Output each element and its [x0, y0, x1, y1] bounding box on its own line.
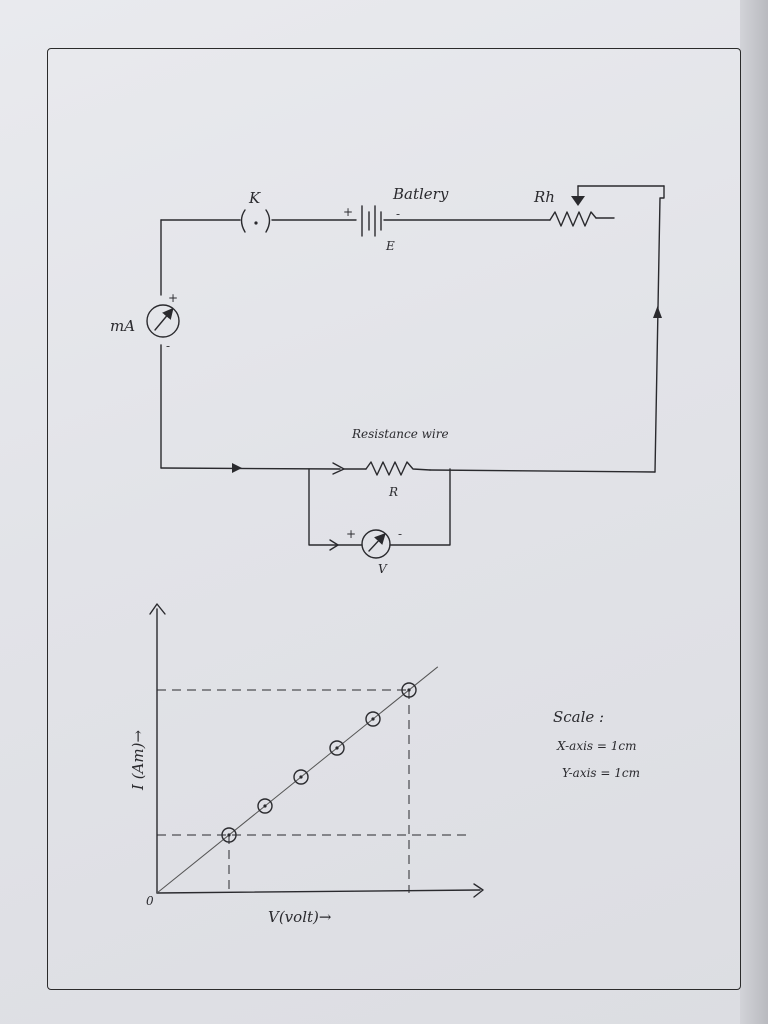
data-point-dot: [299, 775, 303, 779]
bottom-wire-left: [160, 467, 341, 470]
voltmeter-minus-sign: -: [398, 527, 402, 541]
y-axis-arrowhead-icon: [149, 603, 166, 615]
data-point: [257, 798, 273, 814]
rheostat-symbol: [549, 185, 665, 227]
data-point-dot: [371, 717, 375, 721]
data-point: [329, 740, 345, 756]
ammeter-minus-sign: -: [166, 339, 170, 353]
data-point-dot: [227, 833, 231, 837]
rheostat-slider-arrow-icon: [571, 196, 585, 206]
key-left-bracket: [240, 209, 246, 233]
data-point: [401, 682, 417, 698]
voltmeter-wire-arrow-icon: [329, 539, 339, 551]
key-label: K: [248, 189, 261, 207]
x-axis-line: [156, 889, 481, 894]
plug-key: [240, 209, 271, 233]
data-point: [365, 711, 381, 727]
data-point: [221, 827, 237, 843]
graph-plot-area: [156, 666, 469, 894]
voltmeter-plus-sign: +: [346, 527, 356, 541]
voltmeter-symbol: [361, 529, 391, 559]
graph-origin-label: 0: [146, 894, 154, 908]
key-right-bracket: [265, 209, 271, 233]
ammeter-label: mA: [110, 317, 135, 335]
circuit-diagram: K + - Batlery E Rh mA + -: [110, 185, 665, 576]
data-point-dot: [407, 688, 411, 692]
bottom-wire-right: [429, 469, 656, 473]
milliammeter-symbol: [146, 304, 180, 338]
ammeter-plus-sign: +: [168, 291, 178, 305]
key-plug-dot: [254, 221, 258, 225]
voltmeter-wire-right: [389, 468, 451, 546]
current-direction-arrow-icon: [653, 306, 662, 318]
page-edge: [740, 0, 768, 1024]
resistance-wire-symbol: [365, 461, 431, 476]
resistance-wire-label: Resistance wire: [351, 427, 449, 441]
scale-note-x-axis: X-axis = 1cm: [556, 739, 637, 753]
y-axis-title: I (Am)→: [129, 730, 147, 791]
voltmeter-wire-left: [308, 468, 363, 546]
x-axis-title: V(volt)→: [268, 908, 332, 926]
voltmeter-label: V: [378, 562, 388, 576]
resistor-label: R: [388, 485, 398, 499]
vi-graph: 0 I (Am)→ V(volt)→: [129, 603, 484, 926]
data-point-dot: [263, 804, 267, 808]
battery-minus-sign: -: [396, 207, 400, 221]
data-point-dot: [335, 746, 339, 750]
page-margin-border: [47, 48, 741, 990]
rheostat-label: Rh: [533, 188, 555, 206]
battery-plus-sign: +: [343, 205, 353, 219]
battery-label: Batlery: [392, 185, 449, 203]
scale-note-y-axis: Y-axis = 1cm: [562, 766, 640, 780]
scale-note: Scale : X-axis = 1cm Y-axis = 1cm: [553, 708, 640, 780]
scale-note-title: Scale :: [553, 708, 604, 726]
best-fit-line: [156, 666, 439, 894]
battery-symbol: [361, 205, 382, 237]
battery-name: E: [385, 239, 395, 253]
bottom-wire-arrow-icon: [232, 463, 242, 473]
right-wire: [654, 185, 665, 473]
data-point: [293, 769, 309, 785]
x-axis-arrowhead-icon: [473, 883, 484, 898]
